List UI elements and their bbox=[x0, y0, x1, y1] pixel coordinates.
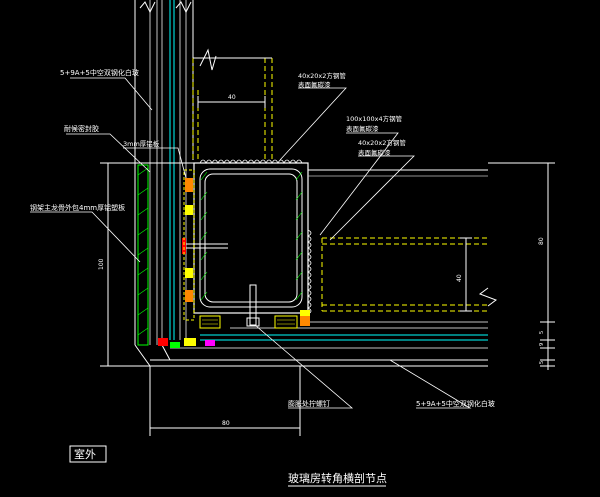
aluminum-cladding bbox=[137, 164, 149, 346]
upper-column-dashed bbox=[192, 48, 273, 160]
bottom-dimension bbox=[149, 366, 301, 436]
vertical-glass-wall bbox=[134, 0, 194, 345]
left-insulation bbox=[183, 169, 195, 321]
label-tube-2: 100x100x4方钢管 bbox=[346, 114, 403, 123]
label-tube-1b: 表面氟碳漆 bbox=[298, 80, 331, 89]
main-square-tube bbox=[182, 159, 312, 327]
drawing-title: 玻璃房转角横剖节点 bbox=[288, 471, 387, 485]
label-outdoor: 室外 bbox=[74, 447, 96, 461]
dim-bottom-80: 80 bbox=[222, 420, 230, 427]
label-sealant: 耐候密封胶 bbox=[64, 124, 99, 133]
right-dimensions bbox=[488, 162, 555, 370]
dim-right-40: 40 bbox=[456, 274, 463, 282]
label-tube-3: 40x20x2方钢管 bbox=[358, 138, 406, 147]
outdoor-box bbox=[69, 445, 107, 463]
label-tube-3b: 表面氟碳漆 bbox=[358, 148, 391, 157]
label-tube-2b: 表面氟碳漆 bbox=[346, 124, 379, 133]
dim-top-40: 40 bbox=[228, 94, 236, 101]
label-glass-top: 5+9A+5中空双钢化白玻 bbox=[60, 68, 139, 77]
dim-left-100: 100 bbox=[98, 258, 105, 270]
horizontal-glass-wall bbox=[134, 310, 488, 367]
left-dimension bbox=[100, 162, 194, 367]
right-beam bbox=[308, 169, 498, 312]
dim-right-5a: 5 bbox=[539, 331, 545, 334]
dim-right-9: 9 bbox=[539, 343, 545, 346]
label-thick-plate: 3mm厚铝板 bbox=[123, 139, 160, 148]
dim-right-5b: 5 bbox=[539, 361, 545, 364]
dim-right-80: 80 bbox=[538, 237, 545, 245]
label-glass-bottom: 5+9A+5中空双钢化白玻 bbox=[416, 399, 495, 408]
leader-lines bbox=[30, 77, 472, 409]
label-screw: 膨胀处拧螺钉 bbox=[288, 399, 330, 408]
label-tube-1: 40x20x2方钢管 bbox=[298, 71, 346, 80]
label-aluminum-board: 钢架主龙骨外包4mm厚铝塑板 bbox=[30, 203, 125, 212]
